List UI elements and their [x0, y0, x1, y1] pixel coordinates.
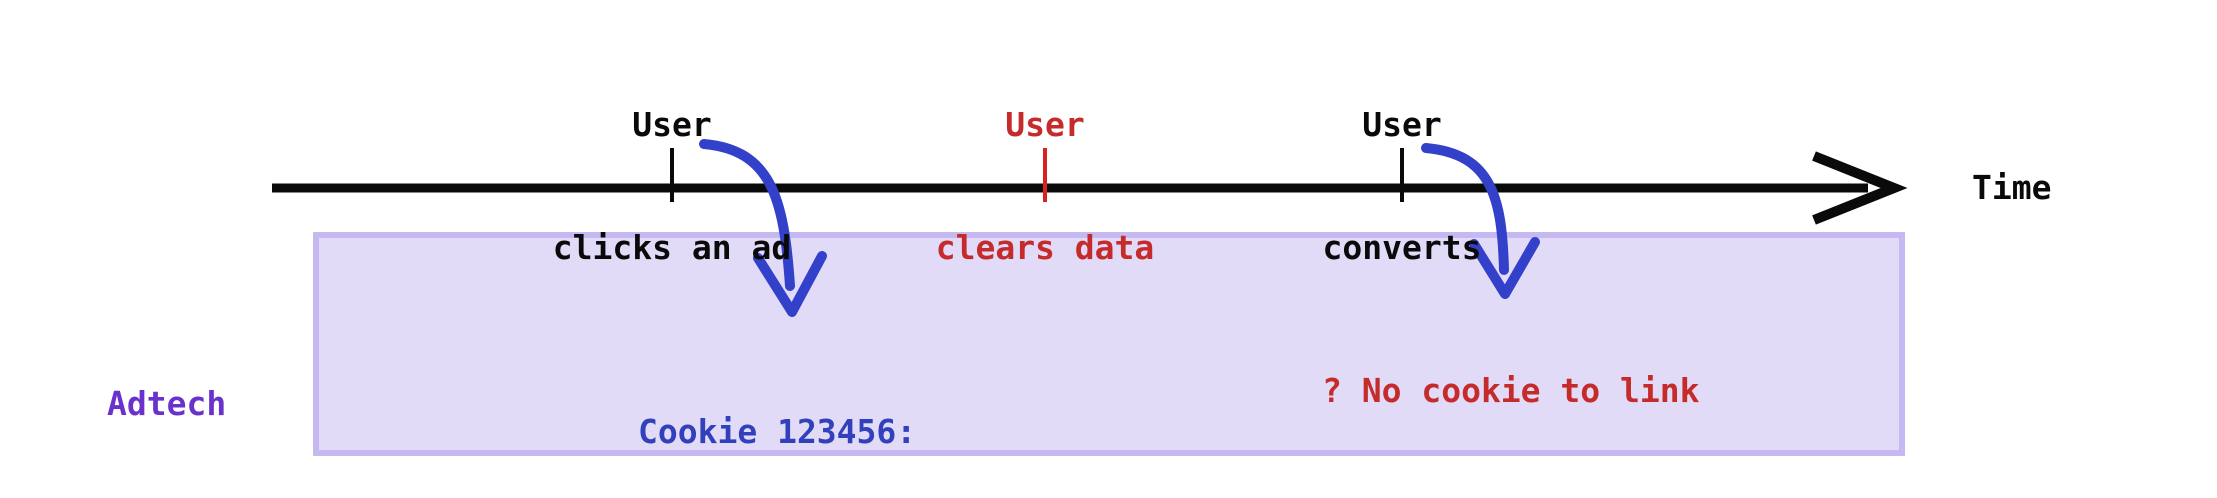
- event-label-user-converts: User converts: [1212, 22, 1592, 350]
- event-label-user-clicks-ad: User clicks an ad: [462, 22, 882, 350]
- time-axis-arrowhead: [1812, 151, 1908, 225]
- event-label-line1: User: [1362, 105, 1442, 144]
- adtech-server-label: Adtech server: [107, 296, 302, 498]
- event-label-user-clears-data: User clears data: [845, 22, 1245, 350]
- time-axis-label: Time: [1972, 168, 2052, 207]
- event-label-line2: converts: [1322, 228, 1482, 267]
- adtech-server-lane-box: [313, 232, 1905, 456]
- event-label-line1: User: [1005, 105, 1085, 144]
- event-label-line1: User: [632, 105, 712, 144]
- cookie-logged-note: Cookie 123456: Ad clicked: [638, 322, 916, 498]
- event-label-line2: clicks an ad: [552, 228, 792, 267]
- event-label-line2: clears data: [935, 228, 1155, 267]
- cookie-logged-note-line1: Cookie 123456:: [638, 412, 917, 451]
- no-conversion-note: ? No cookie to link this conversion to ⇒…: [1322, 278, 1700, 498]
- adtech-server-label-line1: Adtech: [107, 384, 227, 423]
- no-conversion-note-line1: ? No cookie to link: [1322, 371, 1700, 410]
